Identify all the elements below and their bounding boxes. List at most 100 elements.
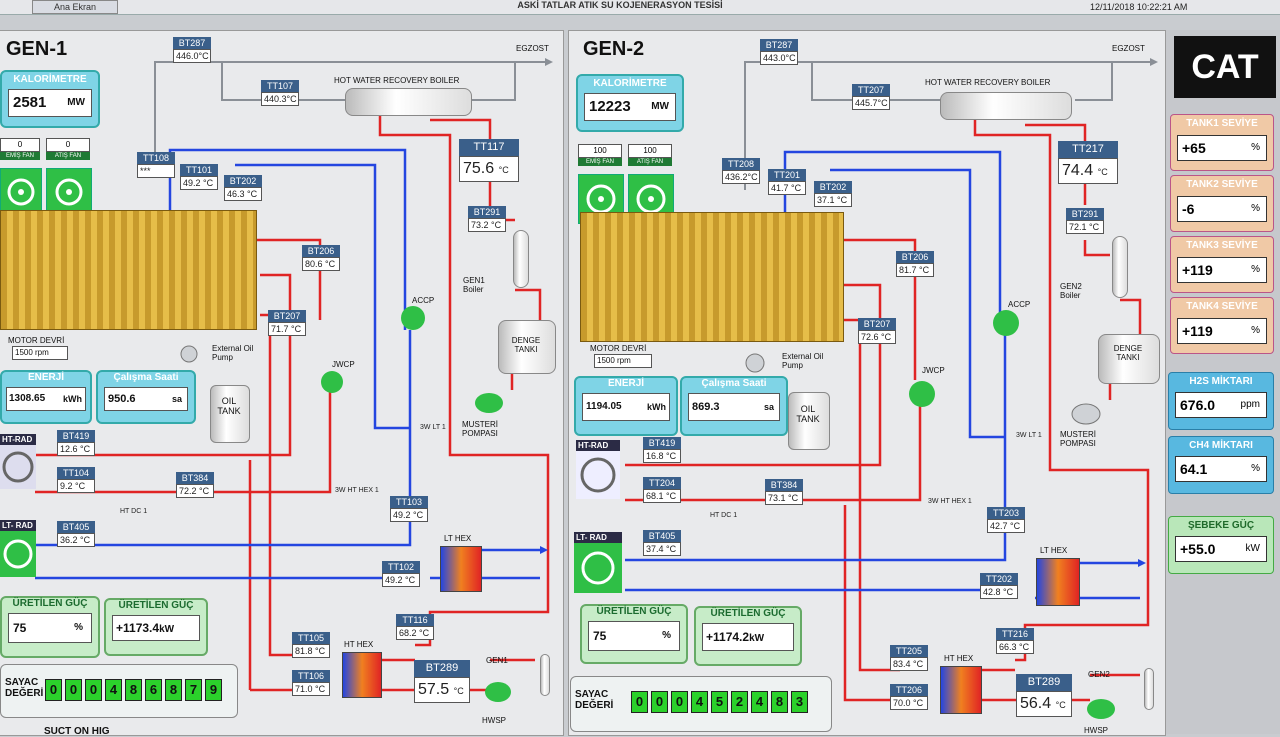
- gen2-musteri-pump-icon[interactable]: [1068, 400, 1104, 428]
- gen1-ht-rad[interactable]: HT-RAD: [0, 434, 36, 494]
- gen1-accp-icon[interactable]: [398, 302, 428, 332]
- gen1-lt-rad[interactable]: LT- RAD: [0, 520, 36, 582]
- tank3-level: TANK3 SEVİYE +119%: [1170, 236, 1274, 293]
- tank2-value: -6: [1182, 201, 1195, 217]
- gen1-gen-vessel[interactable]: [540, 654, 550, 696]
- tag-name: TT208: [722, 158, 760, 170]
- tag-name: TT105: [292, 632, 330, 644]
- tag-value: 80.6 °C: [302, 257, 340, 271]
- gen2-calisma-value: 869.3: [692, 401, 720, 413]
- gen2-3w-hthex-label: 3W HT HEX 1: [928, 498, 972, 505]
- gen1-recovery-boiler[interactable]: [345, 88, 472, 116]
- gen2-lt-hex[interactable]: [1036, 558, 1080, 606]
- gen2-oil-tank-label: OIL TANK: [796, 404, 820, 424]
- gen2-gen-vessel[interactable]: [1144, 668, 1154, 710]
- home-tab[interactable]: Ana Ekran: [32, 0, 118, 14]
- tag-name: BT419: [57, 430, 95, 442]
- gen2-emis-fan-value: 100: [578, 144, 622, 158]
- tag-value: 66.3 °C: [996, 640, 1034, 654]
- gen1-musteri-pump-icon[interactable]: [472, 390, 506, 416]
- tag-name: TT107: [261, 80, 299, 92]
- gen1-tt117-unit: °C: [498, 165, 509, 175]
- gen1-kalorimetre-value-box: 2581 MW: [8, 89, 92, 117]
- gen1-emis-fan-icon[interactable]: [0, 168, 42, 216]
- gen1-atis-fan-label: ATIŞ FAN: [46, 152, 90, 160]
- gen1-lt-hex[interactable]: [440, 546, 482, 592]
- gen1-hwsp-icon[interactable]: [482, 680, 514, 704]
- gen2-engine[interactable]: [580, 212, 844, 342]
- gen2-guc1-unit: %: [662, 630, 671, 641]
- gen1-sayac-digit: 7: [185, 679, 202, 701]
- gen1-boiler-vessel[interactable]: [513, 230, 529, 288]
- gen2-guc2-value: +1174.2: [706, 630, 750, 644]
- gen1-oil-pump-icon[interactable]: [176, 344, 202, 364]
- gen1-guc2-box: ÜRETİLEN GÜÇ +1173.4kW: [104, 598, 208, 656]
- tag-value: 68.2 °C: [396, 626, 434, 640]
- gen2-lt-rad[interactable]: LT- RAD: [574, 532, 622, 598]
- tag-value: 37.1 °C: [814, 193, 852, 207]
- gen2-boiler-vessel[interactable]: [1112, 236, 1128, 298]
- tag-name: BT384: [765, 479, 803, 491]
- gen1-emis-fan-label: EMİŞ FAN: [0, 152, 40, 160]
- gen1-oil-tank[interactable]: [210, 385, 250, 443]
- gen1-atis-fan-icon[interactable]: [46, 168, 92, 216]
- tag-value: 12.6 °C: [57, 442, 95, 456]
- tank4-name: TANK4 SEVİYE: [1186, 301, 1258, 312]
- tank1-value-box: +65%: [1177, 135, 1267, 161]
- gen1-denge-tanki[interactable]: [498, 320, 556, 374]
- tank2-unit: %: [1251, 203, 1260, 214]
- tank4-value: +119: [1182, 323, 1213, 339]
- tank1-level: TANK1 SEVİYE +65%: [1170, 114, 1274, 171]
- gen2-hwsp-icon[interactable]: [1084, 696, 1118, 722]
- gen1-guc1-title: ÜRETİLEN GÜÇ: [12, 598, 88, 609]
- gen2-oil-pump-icon[interactable]: [740, 352, 770, 374]
- gen2-oil-tank[interactable]: [788, 392, 830, 450]
- gen1-3w-hthex-label: 3W HT HEX 1: [335, 487, 379, 494]
- tag-name: BT206: [896, 251, 934, 263]
- plant-title: ASKİ TATLAR ATIK SU KOJENERASYON TESİSİ: [517, 0, 723, 10]
- gen2-guc1-title: ÜRETİLEN GÜÇ: [596, 606, 672, 617]
- gen2-accp-icon[interactable]: [990, 306, 1022, 338]
- gen1-enerji-unit: kWh: [63, 394, 82, 404]
- gen2-kalorimetre-box: KALORİMETRE 12223 MW: [576, 74, 684, 132]
- gen2-recovery-boiler[interactable]: [940, 92, 1072, 120]
- tag-name: TT203: [987, 507, 1025, 519]
- gen1-guc1-value: 75: [13, 621, 27, 635]
- gen2-jwcp-icon[interactable]: [906, 374, 938, 410]
- gen2-enerji-title: ENERJİ: [607, 378, 645, 389]
- gen1-motor-devri-label: MOTOR DEVRİ: [8, 336, 65, 345]
- tank2-level: TANK2 SEVİYE -6%: [1170, 175, 1274, 232]
- tag-name: TT204: [643, 477, 681, 489]
- gen2-kalorimetre-value-box: 12223 MW: [584, 93, 676, 121]
- tank3-unit: %: [1251, 264, 1260, 275]
- gen2-denge-label: DENGE TANKI: [1113, 344, 1143, 362]
- gen1-egzost-label: EGZOST: [516, 44, 549, 53]
- gen1-ht-hex[interactable]: [342, 652, 382, 698]
- gen2-ht-rad[interactable]: HT-RAD: [576, 440, 620, 504]
- gen2-denge-tanki[interactable]: [1098, 334, 1160, 384]
- gen1-emis-fan-value: 0: [0, 138, 40, 152]
- gen1-hwsp-label: HWSP: [482, 716, 506, 725]
- gen1-jwcp-icon[interactable]: [318, 366, 346, 396]
- tag-name: TT108: [137, 152, 175, 164]
- gen1-enerji-value: 1308.65: [9, 393, 46, 404]
- gen1-guc2-value: +1173.4: [116, 621, 160, 635]
- gen2-ht-hex[interactable]: [940, 666, 982, 714]
- tag-name: BT384: [176, 472, 214, 484]
- gen2-accp-label: ACCP: [1008, 300, 1031, 309]
- gen1-musteri-label: MUSTERİ POMPASI: [462, 420, 498, 438]
- tag-value: 16.8 °C: [643, 449, 681, 463]
- gen1-enerji-title: ENERJİ: [27, 372, 65, 383]
- gen1-engine[interactable]: [0, 210, 257, 330]
